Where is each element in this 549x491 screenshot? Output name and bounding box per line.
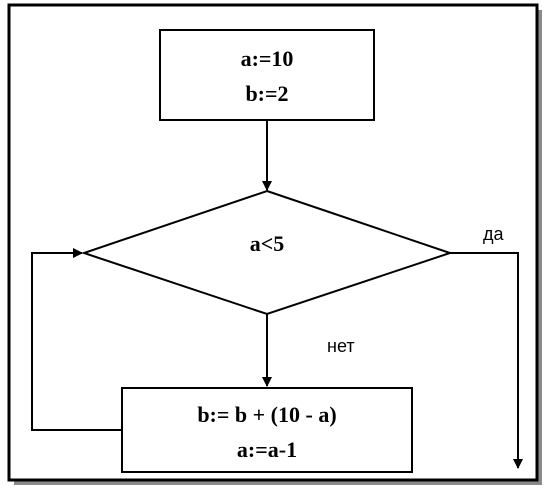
arrow-loop-back	[31, 248, 122, 431]
loop-body-block	[121, 387, 413, 473]
condition-text: a<5	[250, 231, 285, 256]
yes-label: да	[483, 224, 505, 244]
init-line-2: b:=2	[245, 81, 288, 106]
init-line-1: a:=10	[241, 46, 294, 71]
body-line-2: a:=a-1	[237, 437, 297, 462]
body-line-1: b:= b + (10 - a)	[197, 402, 336, 427]
init-block	[159, 29, 375, 121]
no-label: нет	[327, 336, 355, 356]
arrow-yes-branch	[450, 252, 523, 469]
